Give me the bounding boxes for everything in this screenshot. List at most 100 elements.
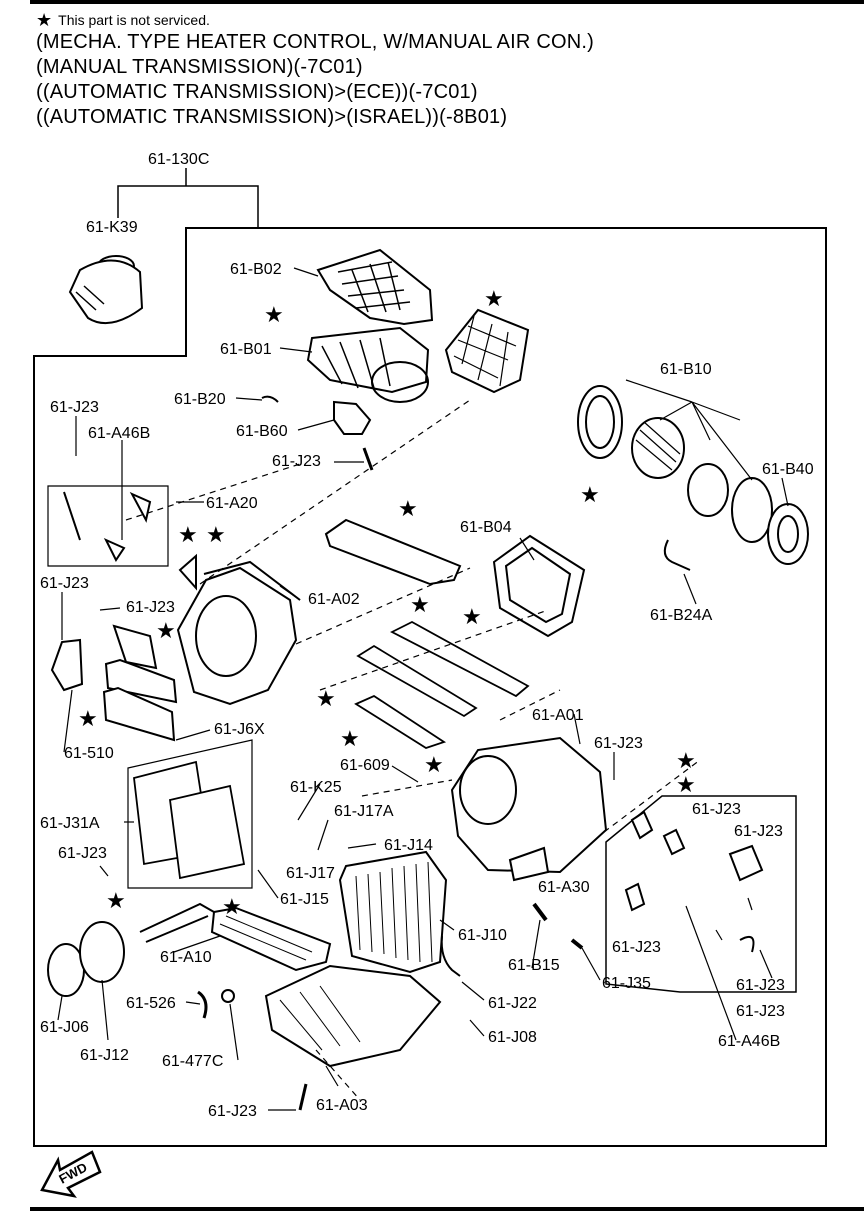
condition-line-4: ((AUTOMATIC TRANSMISSION)>(ISRAEL))(-8B0… xyxy=(36,106,508,128)
part-a01-case xyxy=(450,736,608,882)
label-61-j12: 61-J12 xyxy=(80,1047,129,1064)
label-61-j23: 61-J23 xyxy=(50,399,99,416)
label-61-j06: 61-J06 xyxy=(40,1019,89,1036)
label-61-j23: 61-J23 xyxy=(734,823,783,840)
part-b04 xyxy=(492,534,586,638)
part-j06-seal xyxy=(47,921,125,997)
a20-group-frame xyxy=(47,485,169,567)
label-61-a46b: 61-A46B xyxy=(88,425,150,442)
part-j6x xyxy=(102,658,178,742)
label-61-a02: 61-A02 xyxy=(308,591,360,608)
label-61-526: 61-526 xyxy=(126,995,176,1012)
label-61-j10: 61-J10 xyxy=(458,927,507,944)
part-510 xyxy=(50,638,84,692)
forward-direction-arrow: FWD xyxy=(40,1150,102,1198)
part-j35 xyxy=(570,938,584,950)
label-61-j15: 61-J15 xyxy=(280,891,329,908)
label-61-b60: 61-B60 xyxy=(236,423,288,440)
part-477c xyxy=(221,989,235,1003)
star-icon: ★ xyxy=(424,752,444,777)
star-icon: ★ xyxy=(316,686,336,711)
part-a02-case xyxy=(176,560,301,706)
label-61-b40: 61-B40 xyxy=(762,461,814,478)
leaders-b10 xyxy=(625,379,753,481)
label-61-j17: 61-J17 xyxy=(286,865,335,882)
label-61-b01: 61-B01 xyxy=(220,341,272,358)
label-61-j6x: 61-J6X xyxy=(214,721,265,738)
j31a-frame xyxy=(127,739,253,889)
label-61-a46b: 61-A46B xyxy=(718,1033,780,1050)
label-61-j23: 61-J23 xyxy=(736,1003,785,1020)
condition-line-1: (MECHA. TYPE HEATER CONTROL, W/MANUAL AI… xyxy=(36,31,594,53)
not-serviced-note: ★ This part is not serviced. xyxy=(36,10,594,30)
label-61-a20: 61-A20 xyxy=(206,495,258,512)
assembly-frame xyxy=(33,227,827,1147)
part-left-fasteners xyxy=(63,491,197,670)
star-icon: ★ xyxy=(156,618,176,643)
part-526 xyxy=(197,990,208,1019)
label-61-b02: 61-B02 xyxy=(230,261,282,278)
part-a10-heater-core xyxy=(139,902,332,972)
label-61-j23: 61-J23 xyxy=(612,939,661,956)
part-filter-strips xyxy=(354,620,530,749)
label-61-j23: 61-J23 xyxy=(594,735,643,752)
label-61-j23: 61-J23 xyxy=(692,801,741,818)
star-icon: ★ xyxy=(222,894,242,919)
diagram-header: ★ This part is not serviced. (MECHA. TYP… xyxy=(36,10,594,130)
part-a03-case xyxy=(264,964,442,1068)
label-61-477c: 61-477C xyxy=(162,1053,223,1070)
bracket-130c xyxy=(117,168,259,228)
star-icon: ★ xyxy=(484,286,504,311)
star-icon: ★ xyxy=(78,706,98,731)
part-filter-grid xyxy=(444,308,530,394)
label-61-k39: 61-K39 xyxy=(86,219,138,236)
part-b01 xyxy=(306,326,430,403)
part-b60 xyxy=(333,400,372,435)
star-icon: ★ xyxy=(340,726,360,751)
top-rule xyxy=(30,0,864,4)
star-icon: ★ xyxy=(676,748,696,773)
not-serviced-markers: ★ ★ ★ ★ ★ ★ ★ ★ ★ ★ ★ ★ ★ ★ ★ ★ ★ xyxy=(78,286,696,919)
star-icon: ★ xyxy=(580,482,600,507)
label-61-b20: 61-B20 xyxy=(174,391,226,408)
label-61-j23: 61-J23 xyxy=(736,977,785,994)
label-61-a30: 61-A30 xyxy=(538,879,590,896)
bottom-rule xyxy=(30,1207,864,1211)
part-b15 xyxy=(532,902,548,922)
label-61-609: 61-609 xyxy=(340,757,390,774)
label-61-b04: 61-B04 xyxy=(460,519,512,536)
star-icon: ★ xyxy=(410,592,430,617)
star-icon: ★ xyxy=(264,302,284,327)
actuator-group-frame xyxy=(605,795,797,993)
part-b10-blower xyxy=(577,385,809,565)
label-61-a10: 61-A10 xyxy=(160,949,212,966)
part-k39 xyxy=(68,255,144,325)
label-61-j17a: 61-J17A xyxy=(334,803,394,820)
part-evaporator xyxy=(338,850,448,974)
star-icon: ★ xyxy=(178,522,198,547)
leader-lines xyxy=(57,267,789,1111)
label-61-b10: 61-B10 xyxy=(660,361,712,378)
star-icon: ★ xyxy=(36,10,53,30)
label-61-a03: 61-A03 xyxy=(316,1097,368,1114)
part-labels: 61-130C 61-K39 61-B02 61-B01 61-B20 61-B… xyxy=(40,151,814,1120)
label-61-k25: 61-K25 xyxy=(290,779,342,796)
star-icon: ★ xyxy=(398,496,418,521)
label-61-j23: 61-J23 xyxy=(126,599,175,616)
note-text: This part is not serviced. xyxy=(58,12,210,28)
label-61-b24a: 61-B24A xyxy=(650,607,713,624)
part-j22-harness xyxy=(440,935,461,977)
label-61-j23: 61-J23 xyxy=(208,1103,257,1120)
label-61-j14: 61-J14 xyxy=(384,837,433,854)
label-61-a01: 61-A01 xyxy=(532,707,584,724)
label-61-j23: 61-J23 xyxy=(58,845,107,862)
screw-j23-bottom xyxy=(298,1083,308,1111)
part-b24a xyxy=(663,539,691,571)
label-61-130c: 61-130C xyxy=(148,151,209,168)
part-actuators xyxy=(624,810,764,953)
part-b20 xyxy=(261,395,279,403)
condition-line-3: ((AUTOMATIC TRANSMISSION)>(ECE))(-7C01) xyxy=(36,81,478,103)
alignment-guides xyxy=(125,399,701,1101)
label-61-j23: 61-J23 xyxy=(272,453,321,470)
